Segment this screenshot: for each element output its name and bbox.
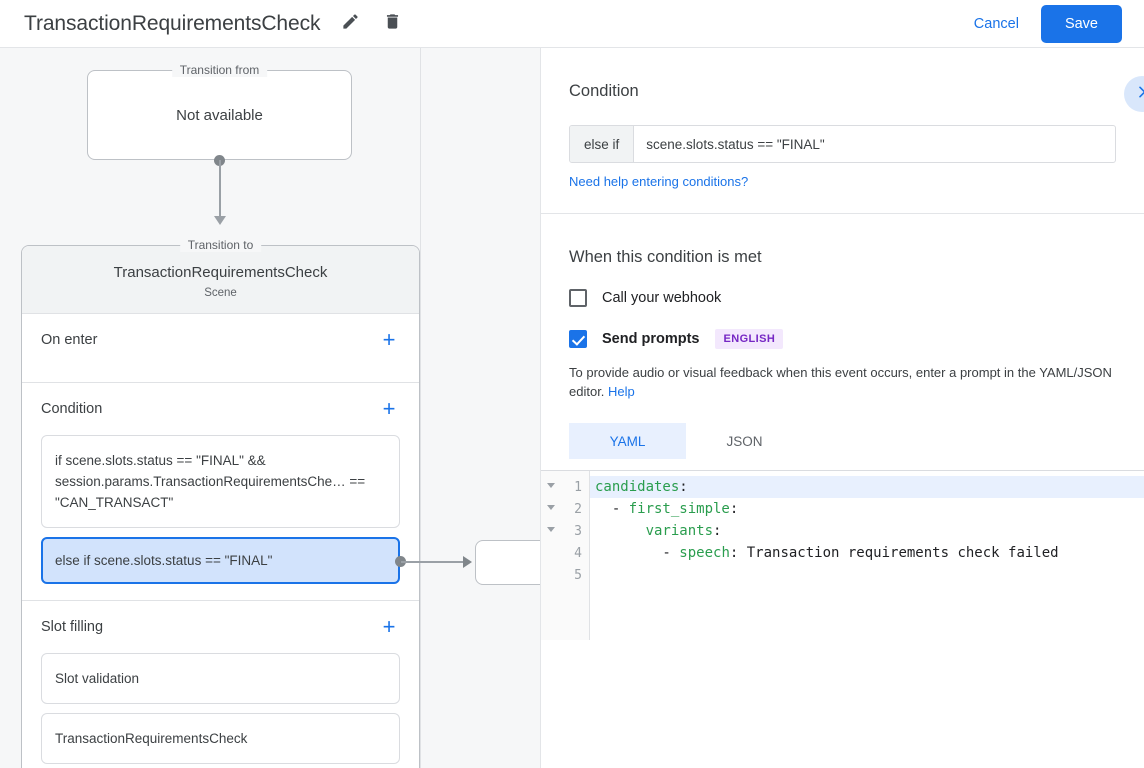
condition-chip-2[interactable]: else if scene.slots.status == "FINAL" [41,537,400,584]
add-condition-button[interactable]: + [382,396,396,421]
section-condition: Condition + if scene.slots.status == "FI… [22,383,419,601]
slot-filling-chip-2[interactable]: TransactionRequirementsCheck [41,713,400,764]
connector-line-vertical [219,160,221,220]
canvas-guide-line [420,48,421,768]
add-slot-filling-button[interactable]: + [382,614,396,639]
section-slot-filling: Slot filling + Slot validation Transacti… [22,601,419,768]
delete-button[interactable] [378,10,406,38]
send-prompts-checkbox-row[interactable]: Send prompts ENGLISH [569,329,1116,349]
section-on-enter-label: On enter [41,332,98,348]
code-line[interactable]: - speech: Transaction requirements check… [590,542,1144,564]
code-token: : [729,501,739,517]
section-condition-label: Condition [41,401,103,417]
gutter-row: 5 [541,564,589,586]
code-token: speech [679,545,730,561]
condition-prefix-label: else if [570,126,635,162]
tab-json[interactable]: JSON [726,433,763,449]
panel-when-met-heading: When this condition is met [569,248,762,266]
connector-arrow-down [214,216,226,225]
editor-tabs: YAML JSON [569,423,1116,459]
code-line[interactable]: variants: [590,520,1144,542]
gutter-row: 4 [541,542,589,564]
gutter-row: 2 [541,498,589,520]
line-number: 5 [574,567,582,583]
prompts-description-text: To provide audio or visual feedback when… [569,365,1112,399]
chevron-right-icon [1134,84,1144,105]
line-number: 1 [574,479,582,495]
edit-name-button[interactable] [336,10,364,38]
condition-input-group[interactable]: else if scene.slots.status == "FINAL" [569,125,1116,163]
condition-help-link[interactable]: Need help entering conditions? [569,174,749,189]
gutter-row: 1 [541,476,589,498]
language-badge: ENGLISH [715,329,784,349]
code-token: : [679,479,688,495]
prompts-help-link[interactable]: Help [608,384,635,399]
transition-to-legend: Transition to [179,238,262,252]
code-token: candidates [595,479,680,495]
condition-expression-input[interactable]: scene.slots.status == "FINAL" [646,136,825,152]
transition-to-node[interactable]: Transition to TransactionRequirementsChe… [21,238,420,768]
scene-subtitle: Scene [204,287,237,299]
connector-arrow-right [463,556,472,568]
cancel-button[interactable]: Cancel [962,8,1031,40]
page-title: TransactionRequirementsCheck [24,11,321,35]
collapse-panel-button[interactable] [1124,76,1144,112]
prompts-description: To provide audio or visual feedback when… [569,363,1116,401]
section-slot-filling-label: Slot filling [41,619,104,635]
panel-condition-section: Condition else if scene.slots.status == … [541,48,1144,191]
transition-from-value: Not available [176,106,263,124]
code-token: first_simple [628,501,730,517]
connector-line-horizontal [401,561,465,563]
gutter-row: 3 [541,520,589,542]
flow-canvas[interactable]: Transition from Not available Transition… [0,48,540,768]
details-panel: Condition else if scene.slots.status == … [540,48,1144,768]
app-header: TransactionRequirementsCheck Cancel Save [0,0,1144,48]
save-button[interactable]: Save [1040,4,1122,43]
panel-when-met-section: When this condition is met Call your web… [541,214,1144,459]
add-on-enter-button[interactable]: + [382,327,396,352]
section-on-enter-header: On enter + [41,314,400,366]
code-line[interactable] [590,564,1144,586]
editor-gutter: 1 2 3 4 5 [541,471,590,640]
code-line[interactable]: - first_simple: [590,498,1144,520]
code-line[interactable]: candidates: [590,476,1144,498]
section-condition-header: Condition + [41,383,400,435]
call-webhook-label: Call your webhook [602,290,722,306]
condition-chip-1[interactable]: if scene.slots.status == "FINAL" && sess… [41,435,400,528]
code-token: variants [645,523,714,539]
transition-from-legend: Transition from [171,63,268,77]
connector-dot-condition [395,556,406,567]
scene-title: TransactionRequirementsCheck [113,264,328,281]
call-webhook-checkbox[interactable] [569,289,587,307]
panel-divider [541,213,1144,214]
slot-filling-chip-1[interactable]: Slot validation [41,653,400,704]
transition-from-node[interactable]: Transition from Not available [87,63,352,160]
editor-code-area[interactable]: candidates: - first_simple: variants: - … [590,471,1144,640]
fold-caret-icon[interactable] [547,505,555,510]
line-number: 2 [574,501,582,517]
fold-caret-icon[interactable] [547,483,555,488]
code-token: : Transaction requirements check failed [729,545,1059,561]
section-on-enter: On enter + [22,314,419,383]
pencil-icon [341,12,360,36]
line-number: 3 [574,523,582,539]
webhook-checkbox-row[interactable]: Call your webhook [569,289,1116,307]
code-token: - [595,501,629,517]
send-prompts-checkbox[interactable] [569,330,587,348]
section-slot-filling-header: Slot filling + [41,601,400,653]
code-token: : [713,523,722,539]
line-number: 4 [574,545,582,561]
code-editor[interactable]: 1 2 3 4 5 candidates: - first_simple: va… [541,470,1144,640]
tab-yaml[interactable]: YAML [569,423,686,459]
scene-header: TransactionRequirementsCheck Scene [22,246,419,314]
panel-condition-heading: Condition [569,82,639,100]
send-prompts-label: Send prompts [602,331,700,347]
fold-caret-icon[interactable] [547,527,555,532]
trash-icon [383,12,402,36]
code-token [595,523,646,539]
code-token: - [595,545,680,561]
